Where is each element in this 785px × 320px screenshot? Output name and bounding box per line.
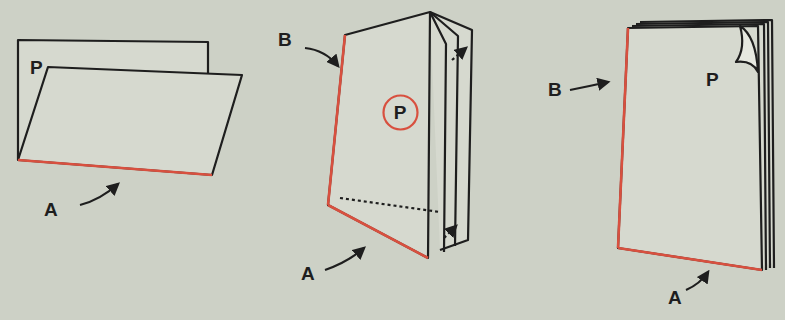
folded-booklet-3	[618, 20, 774, 270]
part-letter: A	[301, 264, 315, 283]
part-letter: P	[30, 58, 43, 77]
part-letter: B	[548, 80, 562, 99]
part-letter: A	[668, 288, 682, 307]
part-letter: P	[706, 70, 719, 89]
part-letter: A	[44, 200, 58, 219]
folded-sheet-2	[328, 12, 472, 258]
circled-letter: P	[382, 94, 419, 131]
leader-arrows	[80, 48, 708, 290]
folded-sheet-1	[18, 40, 242, 175]
part-letter: P	[394, 103, 407, 122]
part-letter: B	[278, 30, 292, 49]
